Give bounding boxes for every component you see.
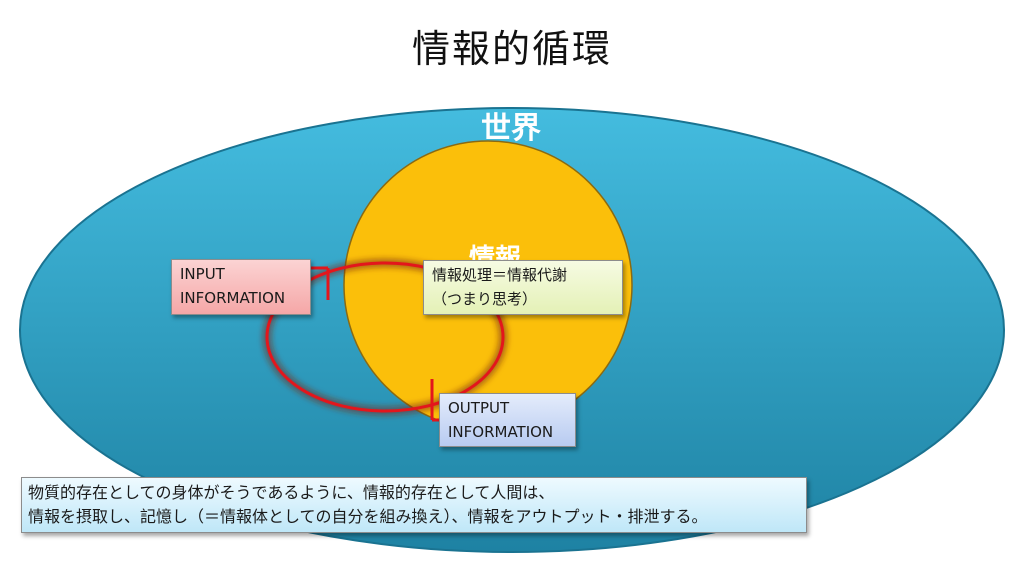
page-title: 情報的循環 bbox=[411, 27, 612, 71]
output-connector bbox=[430, 379, 440, 422]
input-box-line-1: INPUT bbox=[180, 265, 225, 283]
world-label: 世界 bbox=[481, 111, 541, 146]
output-box-line-2: INFORMATION bbox=[448, 423, 554, 441]
explanation-note: 物質的存在としての身体がそうであるように、情報的存在として人間は、 情報を摂取し… bbox=[21, 477, 807, 533]
input-box-line-2: INFORMATION bbox=[180, 289, 286, 307]
output-information-box: OUTPUT INFORMATION bbox=[439, 393, 576, 447]
note-line-2: 情報を摂取し、記憶し（＝情報体としての自分を組み換え）、情報をアウトプット・排泄… bbox=[28, 507, 708, 526]
cycle-loop bbox=[265, 261, 505, 413]
input-information-box: INPUT INFORMATION bbox=[171, 259, 311, 315]
input-connector bbox=[311, 266, 330, 300]
output-box-line-1: OUTPUT bbox=[448, 399, 510, 417]
process-box-line-2: （つまり思考） bbox=[432, 290, 538, 308]
information-processing-box: 情報処理＝情報代謝 （つまり思考） bbox=[423, 260, 623, 315]
process-box-line-1: 情報処理＝情報代謝 bbox=[432, 266, 568, 284]
note-line-1: 物質的存在としての身体がそうであるように、情報的存在として人間は、 bbox=[28, 483, 555, 502]
